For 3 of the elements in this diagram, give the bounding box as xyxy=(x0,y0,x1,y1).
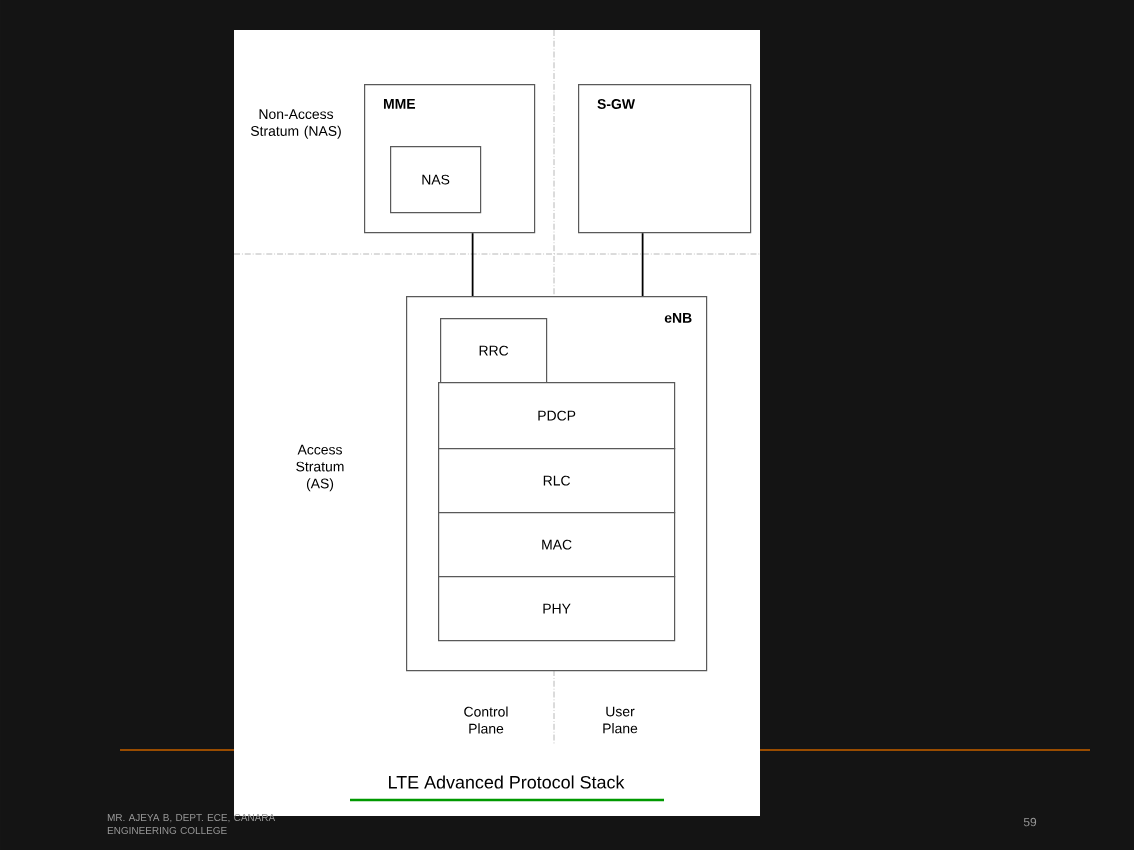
connector-line xyxy=(641,232,644,297)
caption: LTE Advanced Protocol Stack xyxy=(389,775,625,789)
connector-line xyxy=(471,232,474,297)
